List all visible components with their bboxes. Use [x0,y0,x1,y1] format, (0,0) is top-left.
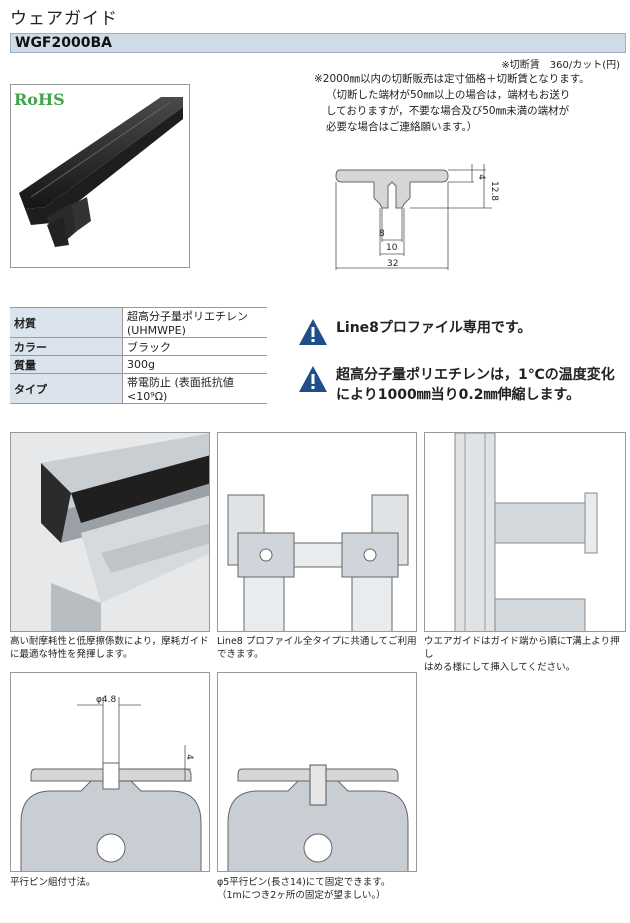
spec-value: 超高分子量ポリエチレン(UHMWPE) [122,307,267,338]
caption-line: φ5平行ピン(長さ14)にて固定できます。 [217,877,391,888]
caption-line: 高い耐摩耗性と低摩擦係数により，摩耗ガイド [10,636,209,647]
dim-10: 10 [386,243,398,253]
dim-32: 32 [387,259,399,269]
caption-line: はめる様にして挿入してください。 [424,662,576,673]
table-row: カラー ブラック [10,337,267,356]
caption-1: 高い耐摩耗性と低摩擦係数により，摩耗ガイド に最適な特性を発揮します。 [10,635,215,661]
caption-line: （1mにつき2ヶ所の固定が望ましい。） [217,890,386,901]
warning-expansion: 超高分子量ポリエチレンは，1℃の温度変化により1000㎜当り0.2㎜伸縮します。 [298,365,615,405]
profile-photo [11,433,209,631]
spec-key: 材質 [10,307,123,338]
spec-value: 300g [122,355,267,374]
usage-drawing-2 [217,432,417,632]
spec-value: ブラック [122,337,267,356]
cutting-note: ※2000㎜以内の切断販売は定寸価格＋切断賃となります。 （切断した端材が50㎜… [314,71,626,135]
caption-3: ウエアガイドはガイド端から順にT溝上より押し はめる様にして挿入してください。 [424,635,629,674]
cutting-fee: ※切断賃 360/カット(円) [501,60,620,71]
warning-icon [299,319,327,345]
rohs-badge: RoHS [14,90,65,109]
dim-dia-4-8: φ4.8 [96,695,117,705]
warning-text: により1000㎜当り0.2㎜伸縮します。 [336,387,581,403]
warning-text: 超高分子量ポリエチレンは，1℃の温度変化 [336,367,615,383]
spec-key: カラー [10,337,123,356]
caption-5: φ5平行ピン(長さ14)にて固定できます。 （1mにつき2ヶ所の固定が望ましい。… [217,876,422,902]
insertion-drawing [425,433,625,631]
caption-4: 平行ピン組付寸法。 [10,876,215,889]
usage-drawing-3 [424,432,626,632]
model-number: WGF2000BA [15,35,112,51]
wear-guide-illustration [19,97,183,247]
product-photo [10,84,190,268]
cross-section-drawing [335,164,492,270]
table-row: 質量 300g [10,355,267,374]
caption-line: 平行ピン組付寸法。 [10,877,96,888]
pin-fixed-illustration [218,673,416,871]
note-line: （切断した端材が50㎜以上の場合は，端材もお送り [326,89,571,101]
caption-line: Line8 プロファイル全タイプに共通してご利用 [217,636,417,647]
spec-table: 材質 超高分子量ポリエチレン(UHMWPE) カラー ブラック 質量 300g … [10,307,267,404]
pin-fixed-drawing [217,672,417,872]
caption-2: Line8 プロファイル全タイプに共通してご利用 できます。 [217,635,422,661]
pin-dimension-drawing [10,672,210,872]
note-line: 必要な場合はご連絡願います。） [326,121,478,133]
dim-depth-4: 4 [183,754,194,760]
spec-key: 質量 [10,355,123,374]
spec-key: タイプ [10,373,123,404]
page-title: ウェアガイド [10,9,118,29]
warning-text-block: 超高分子量ポリエチレンは，1℃の温度変化により1000㎜当り0.2㎜伸縮します。 [336,365,615,405]
pin-mount-drawing [11,673,209,871]
warning-icon [299,366,327,392]
table-row: タイプ 帯電防止 (表面抵抗値<10⁹Ω) [10,373,267,404]
warning-text: Line8プロファイル専用です。 [336,320,532,336]
dim-12-8: 12.8 [489,180,500,202]
note-line: ※2000㎜以内の切断販売は定寸価格＋切断賃となります。 [314,73,590,85]
dim-8: 8 [379,229,385,239]
caption-line: できます。 [217,649,264,660]
profile-pair-drawing [218,433,416,631]
note-line: しておりますが，不要な場合及び50㎜未満の端材が [326,105,570,117]
spec-value: 帯電防止 (表面抵抗値<10⁹Ω) [122,373,267,404]
table-row: 材質 超高分子量ポリエチレン(UHMWPE) [10,307,267,338]
caption-line: ウエアガイドはガイド端から順にT溝上より押し [424,636,620,660]
warning-profile: Line8プロファイル専用です。 [298,318,532,346]
caption-line: に最適な特性を発揮します。 [10,649,133,660]
model-bar: WGF2000BA [10,33,626,53]
usage-photo-1 [10,432,210,632]
dim-4: 4 [475,174,486,180]
